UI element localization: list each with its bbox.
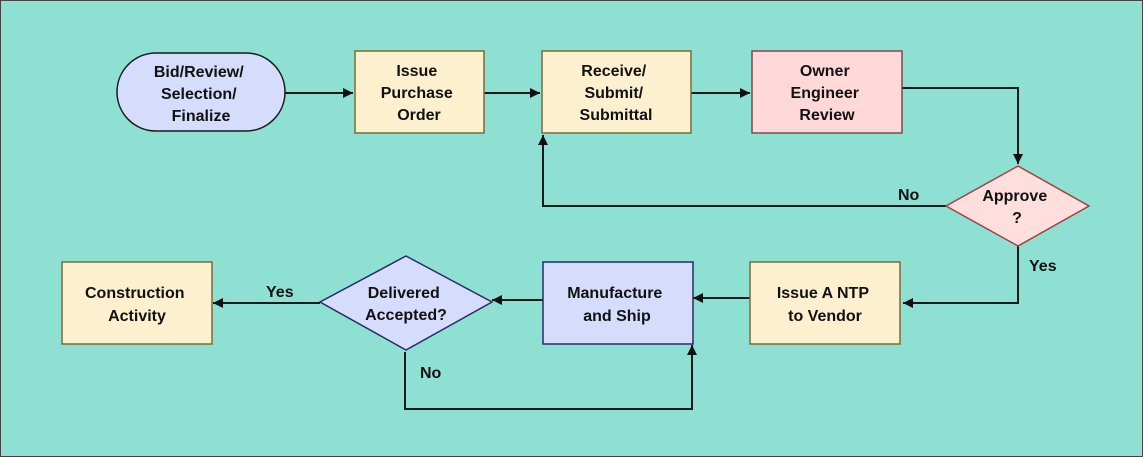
delivered-yes-label: Yes — [266, 284, 294, 301]
bid-terminal[interactable] — [116, 52, 286, 132]
ntp-box[interactable] — [749, 261, 901, 345]
owner-review-label: Owner Engineer Review — [791, 63, 864, 124]
edge-review-to-approve — [902, 87, 1023, 164]
submittal-label-line: Submit/ — [584, 85, 643, 102]
manufacture-label-line: and Ship — [583, 308, 651, 325]
approve-decision[interactable] — [944, 165, 1091, 247]
ntp-label-line: Issue A NTP — [777, 285, 870, 302]
owner-review-box[interactable] — [751, 50, 903, 134]
purchase-order-label-line: Purchase — [381, 85, 453, 102]
approve-label-line: Approve — [982, 188, 1047, 205]
bid-label-line: Bid/Review/ — [154, 64, 244, 81]
approve-yes-label: Yes — [1029, 258, 1057, 275]
owner-review-label-line: Review — [799, 107, 855, 124]
delivered-decision[interactable] — [318, 255, 494, 351]
submittal-label-line: Receive/ — [581, 63, 646, 80]
construction-label-line: Activity — [108, 308, 166, 325]
delivered-label-line: Delivered — [368, 285, 440, 302]
approve-label-line: ? — [1012, 210, 1022, 227]
manufacture-box[interactable] — [542, 261, 694, 345]
construction-label: Construction Activity — [85, 285, 189, 325]
approve-label: Approve ? — [982, 188, 1051, 227]
submittal-label: Receive/ Submit/ Submittal — [580, 63, 653, 124]
submittal-box[interactable] — [541, 50, 692, 134]
owner-review-label-line: Engineer — [791, 85, 859, 102]
ntp-label-line: to Vendor — [788, 308, 862, 325]
bid-label: Bid/Review/ Selection/ Finalize — [154, 64, 248, 125]
construction-label-line: Construction — [85, 285, 185, 302]
bid-label-line: Finalize — [172, 108, 231, 125]
manufacture-label-line: Manufacture — [567, 285, 662, 302]
edge-approve-no — [538, 135, 946, 207]
owner-review-label-line: Owner — [800, 63, 850, 80]
manufacture-label: Manufacture and Ship — [567, 285, 667, 325]
edge-approve-yes — [903, 246, 1019, 308]
submittal-label-line: Submittal — [580, 107, 653, 124]
bid-label-line: Selection/ — [161, 86, 237, 103]
purchase-order-label-line: Issue — [396, 63, 437, 80]
delivered-no-label: No — [420, 365, 442, 382]
construction-box[interactable] — [61, 261, 213, 345]
delivered-label: Delivered Accepted? — [365, 285, 447, 324]
purchase-order-label-line: Order — [397, 107, 441, 124]
approve-no-label: No — [898, 187, 920, 204]
ntp-label: Issue A NTP to Vendor — [777, 285, 873, 325]
purchase-order-box[interactable] — [354, 50, 485, 134]
delivered-label-line: Accepted? — [365, 307, 447, 324]
edge-delivered-no — [404, 345, 697, 410]
purchase-order-label: Issue Purchase Order — [381, 63, 458, 124]
